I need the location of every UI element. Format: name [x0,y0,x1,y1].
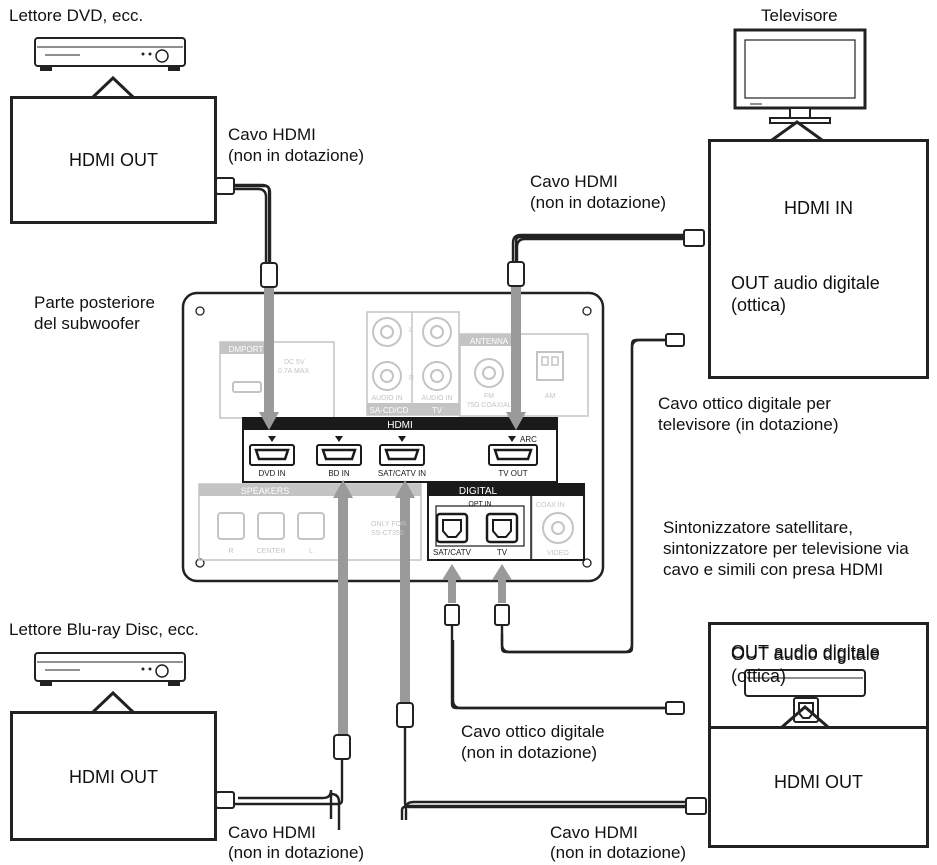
gray-connection-arrows [259,285,526,735]
tv-optical-label-2: (ottica) [731,295,787,315]
cable-hdmi-tv-1: Cavo HDMI [530,172,618,191]
tv-hdmi-in-label: HDMI IN [784,198,853,218]
cable-optical-sat-2: (non in dotazione) [461,743,598,762]
dvd-hdmi-out-label: HDMI OUT [69,150,158,170]
speakers-block [198,483,422,561]
tv-optical-label-1: OUT audio digitale [731,273,880,293]
digital-section [427,483,585,561]
cable-hdmi-bd-1: Cavo HDMI [228,823,316,842]
hdmi-section [242,417,558,483]
cable-optical-tv-2: televisore (in dotazione) [658,415,839,434]
subwoofer-title-1: Parte posteriore [34,293,155,312]
subwoofer-title-2: del subwoofer [34,314,140,333]
hdmi-port-bd-in [316,436,362,466]
hdmi-port-tv-out [488,436,538,466]
dvd-output-box: HDMI OUT [10,96,217,224]
sat-optical-label-2: (ottica) [731,666,787,686]
sat-optical-label-1b: OUT audio digitale [731,644,880,664]
sat-optical-label-1: OUT audio digitale [731,642,880,662]
cable-optical-sat-1: Cavo ottico digitale [461,722,605,741]
bluray-callout-pointer [91,690,135,714]
dvd-player-label: Lettore DVD, ecc. [9,6,144,25]
cable-hdmi-bd-2: (non in dotazione) [228,843,365,862]
satellite-callout-pointer [781,705,829,729]
audio-in-block [366,311,460,416]
tv-callout-pointer [771,120,823,142]
hdmi-port-dvd-in [249,436,295,466]
television-label: Televisore [761,6,838,25]
satellite-tuner-icon [744,669,866,697]
bluray-player-label: Lettore Blu-ray Disc, ecc. [9,620,199,639]
cable-hdmi-dvd-2: (non in dotazione) [228,146,365,165]
sat-hdmi-out-label: HDMI OUT [774,772,863,792]
bluray-hdmi-out-label: HDMI OUT [69,767,158,787]
dvd-player-icon [34,37,186,71]
sat-tuner-label-2: sintonizzatore per televisione via [663,539,909,558]
bluray-player-icon [34,652,186,686]
bluray-output-box: HDMI OUT [10,711,217,841]
hdmi-port-sat-in [379,436,425,466]
television-icon [733,28,867,124]
optical-port-sat [435,512,469,544]
tv-input-box: HDMI IN OUT audio digitale (ottica) [708,139,929,379]
cable-wires [234,184,686,809]
optical-port-tv [485,512,519,544]
sat-tuner-label-1: Sintonizzatore satellitare, [663,518,853,537]
sat-tuner-label-3: cavo e simili con presa HDMI [663,560,884,579]
coax-block [531,496,574,560]
cable-hdmi-dvd-1: Cavo HDMI [228,125,316,144]
cable-optical-tv-1: Cavo ottico digitale per [658,394,831,413]
antenna-block [459,333,589,417]
dvd-callout-pointer [91,75,135,99]
subwoofer-rear-panel [181,291,605,583]
satellite-upper-box: OUT audio digitale (ottica) HDMI OUT [708,622,929,848]
cable-hdmi-sat-1: Cavo HDMI [550,823,638,842]
cable-hdmi-sat-2: (non in dotazione) [550,843,687,862]
satellite-output-box: OUT audio digitale [708,642,929,848]
cable-hdmi-tv-2: (non in dotazione) [530,193,667,212]
